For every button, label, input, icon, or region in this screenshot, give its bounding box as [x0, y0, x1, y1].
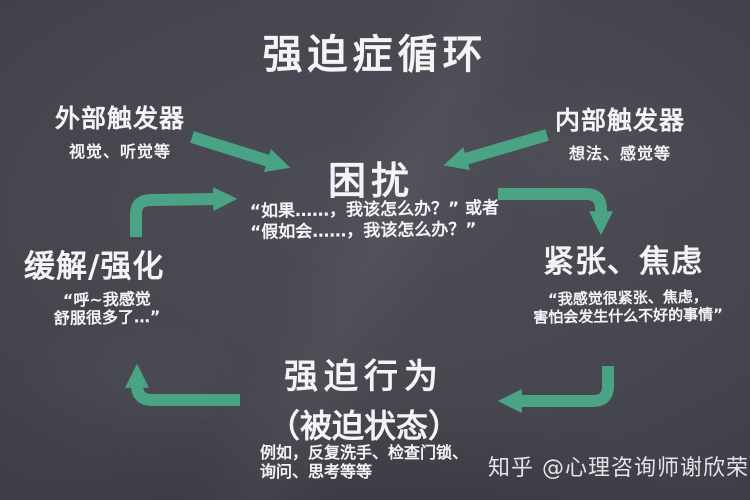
- arrow-external-trigger-to-distress: [190, 131, 291, 173]
- diagram-title: 强迫症循环: [262, 32, 488, 78]
- node-internal-trigger: 内部触发器 想法、感觉等: [530, 101, 710, 164]
- internal-trigger-sub: 想法、感觉等: [568, 144, 671, 163]
- arrow-compulsion-to-relief: [125, 363, 240, 406]
- anxiety-quote-line2: 害怕会发生什么不好的事情”: [533, 305, 724, 327]
- external-trigger-label: 外部触发器: [54, 104, 185, 133]
- external-trigger-sub: 视觉、听觉等: [68, 142, 171, 161]
- watermark-credit: 知乎 @心理咨询师谢欣荣: [488, 456, 749, 481]
- compulsion-examples: 例如，反复洗手、检查门锁、 询问、思考等等: [260, 443, 468, 481]
- relief-quote-line2: 舒服很多了…”: [53, 307, 161, 328]
- compulsion-label-line2: （被迫状态）: [267, 407, 460, 445]
- compulsion-label-line1: 强迫行为: [284, 357, 444, 397]
- compulsion-examples-line1: 例如，反复洗手、检查门锁、: [260, 443, 469, 462]
- arrow-internal-trigger-to-distress: [443, 129, 549, 171]
- distress-quote: “如果……，我该怎么办？” 或者 “假如会……，我该怎么办？”: [250, 198, 500, 243]
- node-distress-label: 困扰: [327, 159, 414, 203]
- arrow-anxiety-to-compulsion: [497, 366, 614, 413]
- node-anxiety-label: 紧张、焦虑: [543, 244, 703, 280]
- node-relief-label: 缓解/强化: [24, 249, 165, 285]
- arrow-relief-to-distress: [130, 187, 238, 237]
- anxiety-quote: “我感觉很紧张、焦虑， 害怕会发生什么不好的事情”: [521, 287, 736, 327]
- compulsion-examples-line2: 询问、思考等等: [260, 462, 373, 481]
- node-compulsion: 强迫行为 （被迫状态）: [0, 349, 728, 447]
- relief-quote: “呼~我感觉 舒服很多了…”: [32, 289, 183, 329]
- node-external-trigger: 外部触发器 视觉、听觉等: [30, 99, 210, 162]
- distress-quote-line2: “假如会……，我该怎么办？”: [250, 219, 477, 243]
- arrow-distress-to-anxiety: [498, 188, 613, 236]
- internal-trigger-label: 内部触发器: [554, 106, 685, 135]
